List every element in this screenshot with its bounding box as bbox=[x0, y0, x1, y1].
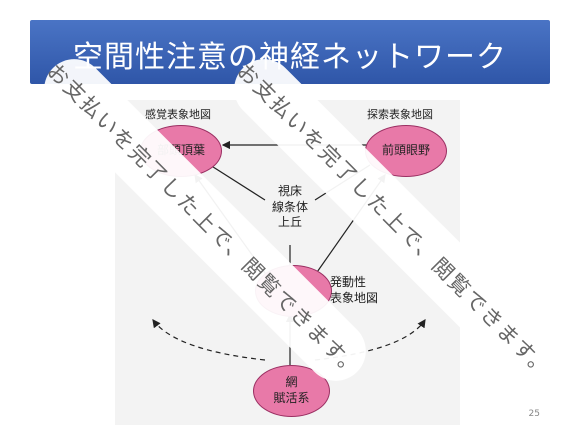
dashed-arc-left bbox=[152, 319, 266, 361]
slide-title: 空間性注意の神経ネットワーク bbox=[73, 40, 507, 75]
edge-parietal-to-pulvinar bbox=[209, 164, 266, 201]
node-reticular-text: 網 賦活系 bbox=[273, 375, 310, 405]
label-motivational-map: 発動性 表象地図 bbox=[330, 275, 379, 305]
label-explore-map: 探索表象地図 bbox=[367, 108, 433, 121]
node-frontal-eye-text: 前頭眼野 bbox=[381, 143, 430, 158]
node-thalamus-striatum-colliculus: 視床 線条体 上丘 bbox=[271, 184, 308, 230]
label-sensory-map: 感覚表象地図 bbox=[145, 108, 211, 121]
page-number: 25 bbox=[528, 409, 540, 419]
